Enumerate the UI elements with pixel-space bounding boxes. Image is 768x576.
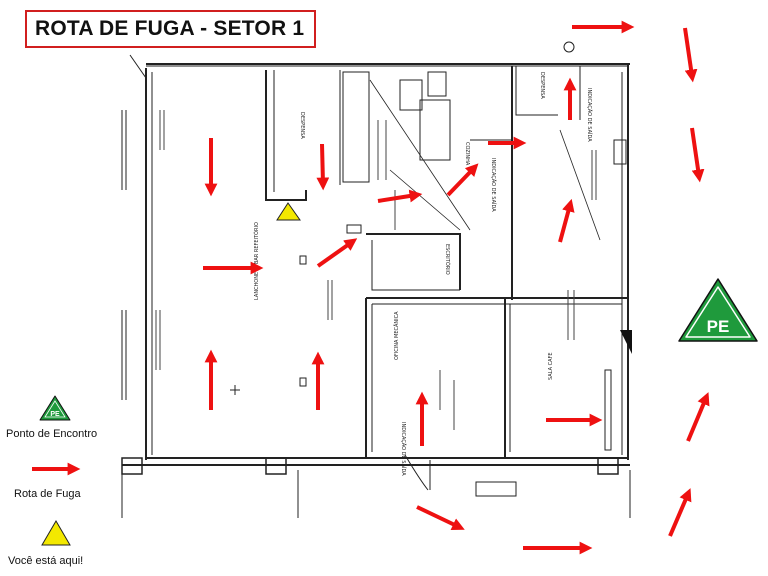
route-arrow <box>686 392 710 442</box>
route-arrow <box>377 189 423 203</box>
meeting-point-label: PE <box>707 317 730 336</box>
room-despensa: DESPENSA <box>299 112 305 139</box>
route-arrow <box>316 143 330 191</box>
legend-meeting-point-icon: PE <box>39 395 71 421</box>
page-title: ROTA DE FUGA - SETOR 1 <box>35 17 305 40</box>
title-box: ROTA DE FUGA - SETOR 1 <box>25 10 316 48</box>
label-indicacao-saida-1: INDICAÇÃO DE SAÍDA <box>490 158 497 212</box>
you-are-here-marker <box>276 202 301 221</box>
room-despensa-2: DESPENSA <box>539 72 545 99</box>
route-arrow <box>316 238 358 268</box>
room-oficina: OFICINA MECÂNICA <box>393 311 400 360</box>
room-cozinha: COZINHA <box>464 142 470 166</box>
label-indicacao-saida-2: INDICAÇÃO DE SAÍDA <box>586 88 593 142</box>
route-arrow <box>416 505 465 531</box>
route-arrow <box>683 27 698 83</box>
room-lanchonete: LANCHONETE BAR REFEITÓRIO <box>253 222 260 300</box>
room-escritorio: ESCRITÓRIO <box>444 244 451 275</box>
route-arrow <box>690 127 705 183</box>
legend-you-are-here-icon <box>41 520 71 546</box>
meeting-point-icon <box>678 278 758 342</box>
legend-escape-route-label: Rota de Fuga <box>14 488 81 500</box>
room-labels: DESPENSA LANCHONETE BAR REFEITÓRIO COZIN… <box>253 72 593 476</box>
walls <box>121 41 632 518</box>
room-sala-cafe: SALA CAFE <box>548 352 554 380</box>
meeting-point-sign: PE <box>678 278 758 342</box>
legend-you-are-here-label: Você está aqui! <box>8 555 84 567</box>
route-arrow <box>446 163 479 197</box>
label-indicacao-saida-3: INDICAÇÃO DE SAÍDA <box>400 422 407 476</box>
route-arrow <box>668 488 692 537</box>
route-arrow <box>558 198 575 243</box>
escape-route-arrows <box>32 20 710 555</box>
plan-annotations <box>155 110 597 430</box>
legend-pe-label: PE <box>50 411 60 418</box>
legend-meeting-point-label: Ponto de Encontro <box>6 428 98 440</box>
